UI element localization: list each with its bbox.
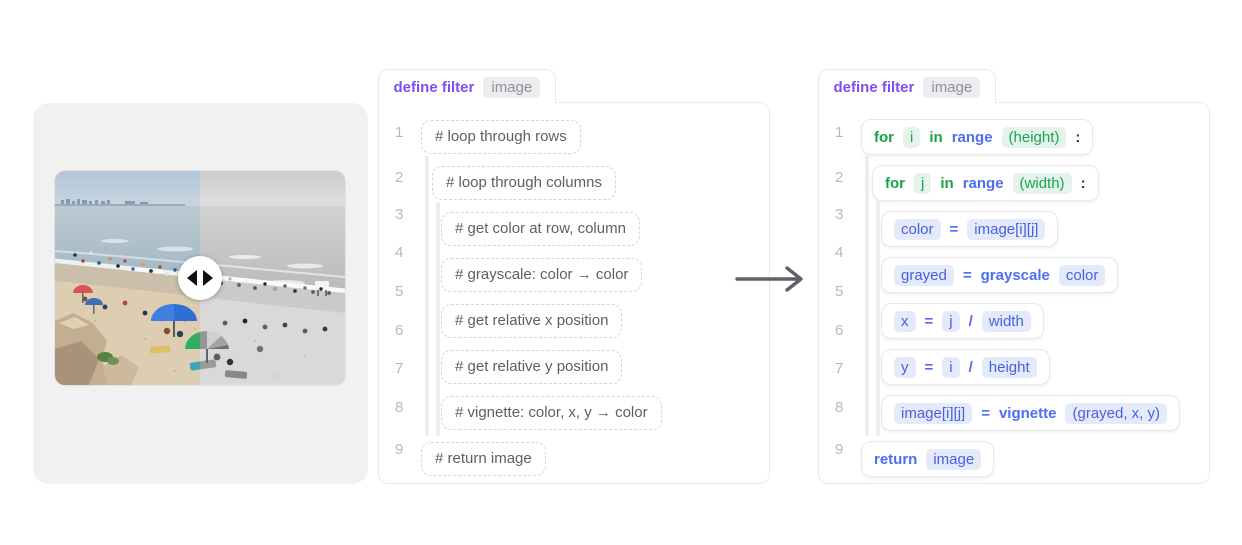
line-number: 5 <box>395 283 404 300</box>
code-block-for-width[interactable]: for j in range (width) : <box>872 165 1099 201</box>
token: for <box>874 128 894 146</box>
token: = <box>949 220 959 238</box>
token: i <box>942 356 960 378</box>
image-preview-panel <box>33 103 368 484</box>
indent-guide <box>436 202 440 436</box>
indent-guide <box>865 156 869 436</box>
code-block-for-height[interactable]: for i in range (height) : <box>861 119 1094 155</box>
line-number: 7 <box>395 360 404 377</box>
token: image <box>926 448 982 470</box>
comment-block[interactable]: # get relative y position <box>441 350 623 384</box>
token: (height) <box>1001 126 1067 148</box>
indent-guide <box>425 156 429 436</box>
line-number: 6 <box>395 322 404 339</box>
token: image[i][j] <box>894 402 973 424</box>
token: width <box>981 310 1031 332</box>
line-number: 6 <box>835 322 844 339</box>
token: j <box>942 310 960 332</box>
transform-arrow <box>733 264 813 294</box>
token: range <box>951 128 993 146</box>
token: for <box>885 174 905 192</box>
line-number: 5 <box>835 283 844 300</box>
line-number: 8 <box>835 399 844 416</box>
token: : <box>1080 174 1086 192</box>
token: y <box>894 356 916 378</box>
token: / <box>968 358 973 376</box>
line-number: 9 <box>395 441 404 458</box>
tab-param-badge: image <box>923 76 981 98</box>
line-number: 1 <box>835 124 844 141</box>
token: : <box>1075 128 1081 146</box>
code-block-vignette[interactable]: image[i][j] = vignette (grayed, x, y) <box>881 395 1181 431</box>
token: / <box>968 312 973 330</box>
comment-block[interactable]: # loop through rows <box>421 120 581 154</box>
tab-define-filter[interactable]: define filter image <box>817 69 997 107</box>
token: = <box>981 404 990 422</box>
comment-block[interactable]: # vignette: color, x, y → color <box>441 396 662 430</box>
line-number: 1 <box>395 124 404 141</box>
token: x <box>894 310 916 332</box>
token: color <box>894 218 941 240</box>
tab-title: define filter <box>393 78 475 96</box>
token: in <box>929 128 943 146</box>
line-number: 3 <box>835 206 844 223</box>
comment-block[interactable]: # grayscale: color → color <box>441 258 643 292</box>
token: = <box>924 312 934 330</box>
line-number: 7 <box>835 360 844 377</box>
token: grayed <box>894 264 954 286</box>
code-block-x-position[interactable]: x = j / width <box>881 303 1044 339</box>
line-number: 2 <box>835 169 844 186</box>
tab-define-filter[interactable]: define filter image <box>377 69 557 107</box>
line-number: 8 <box>395 399 404 416</box>
token: (width) <box>1012 172 1072 194</box>
token: range <box>962 174 1004 192</box>
token: color <box>1058 264 1106 286</box>
line-number: 3 <box>395 206 404 223</box>
line-number: 2 <box>395 169 404 186</box>
token: (grayed, x, y) <box>1065 402 1168 424</box>
line-number: 4 <box>835 244 844 261</box>
code-block-get-color[interactable]: color = image[i][j] <box>881 211 1059 247</box>
compare-arrows-icon <box>187 270 213 286</box>
token: = <box>924 358 934 376</box>
code-block-return[interactable]: return image <box>861 441 995 477</box>
token: in <box>940 174 954 192</box>
line-number: 9 <box>835 441 844 458</box>
comment-block[interactable]: # return image <box>421 442 546 476</box>
token: return <box>874 450 918 468</box>
token: image[i][j] <box>967 218 1046 240</box>
line-number: 4 <box>395 244 404 261</box>
token: vignette <box>998 404 1057 422</box>
comment-block[interactable]: # loop through columns <box>432 166 616 200</box>
right-arrow-icon <box>735 266 803 292</box>
code-panel: define filter image 1 2 3 4 5 6 7 8 9 fo… <box>817 69 1210 484</box>
before-after-image <box>55 171 345 385</box>
code-block-y-position[interactable]: y = i / height <box>881 349 1050 385</box>
token: i <box>903 126 921 148</box>
compare-slider-handle[interactable] <box>178 256 222 300</box>
token: j <box>914 172 932 194</box>
indent-guide <box>876 202 880 436</box>
tab-param-badge: image <box>483 76 541 98</box>
comment-block[interactable]: # get color at row, column <box>441 212 640 246</box>
pseudocode-panel: define filter image 1 2 3 4 5 6 7 8 9 # … <box>377 69 770 484</box>
token: grayscale <box>980 266 1050 284</box>
token: = <box>962 266 972 284</box>
token: height <box>981 356 1037 378</box>
comment-block[interactable]: # get relative x position <box>441 304 623 338</box>
tab-title: define filter <box>833 78 915 96</box>
code-block-grayscale[interactable]: grayed = grayscale color <box>881 257 1119 293</box>
